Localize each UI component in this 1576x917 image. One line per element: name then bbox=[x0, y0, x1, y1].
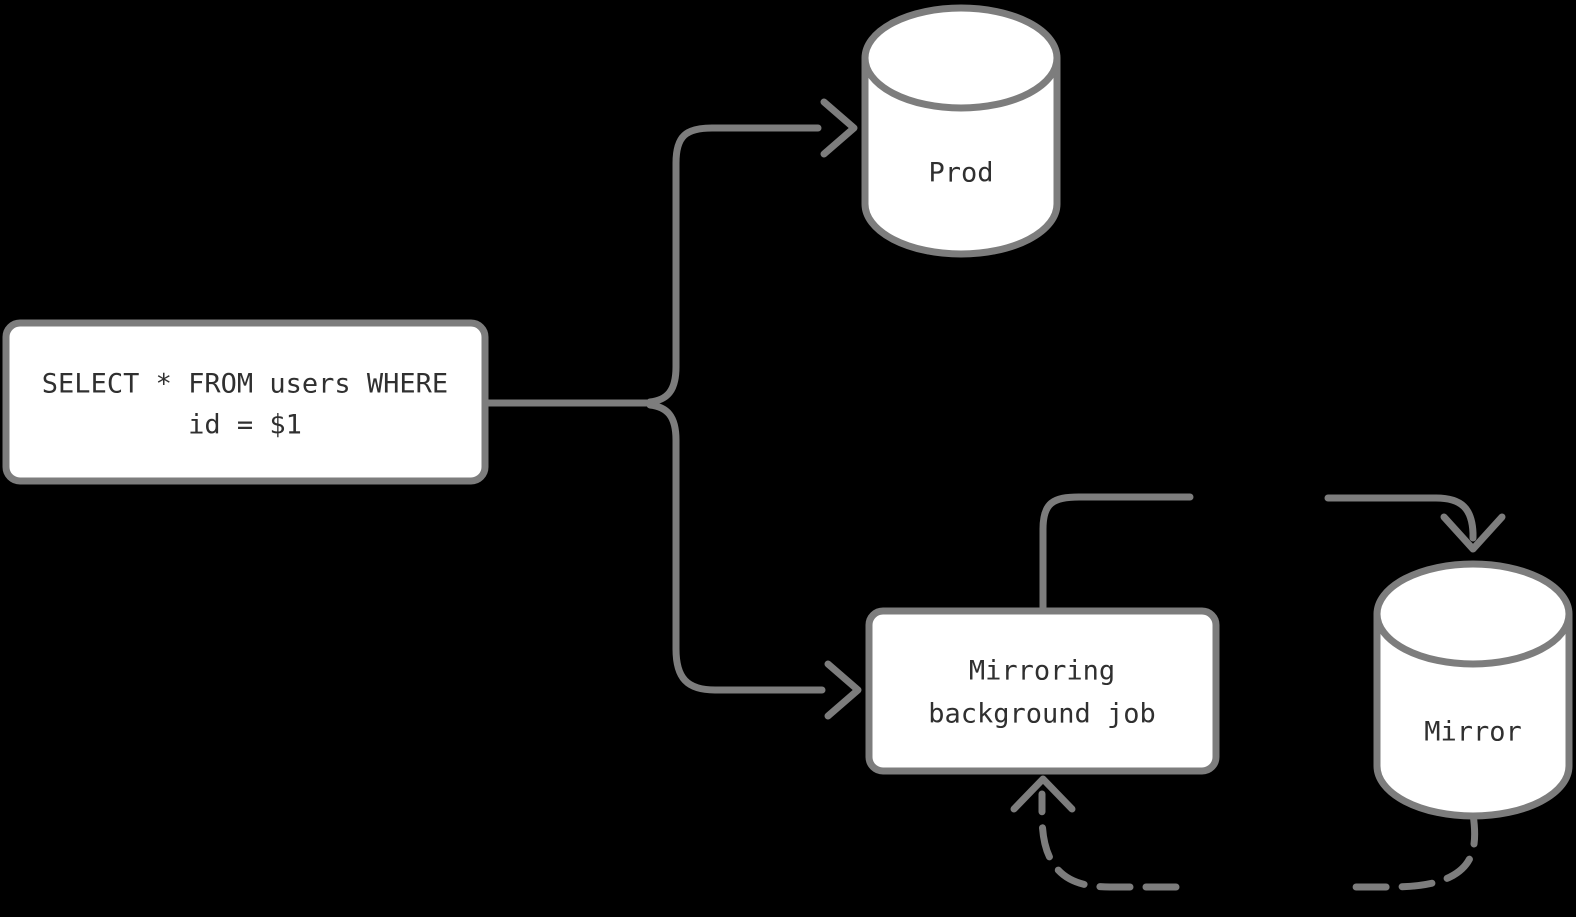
job-to-mirror-line-left bbox=[1039, 493, 1194, 611]
mirroring-job-box: Mirroring background job bbox=[865, 607, 1220, 775]
mirroring-job-text-line-2: background job bbox=[928, 699, 1156, 730]
mirroring-job-text-line-1: Mirroring bbox=[969, 656, 1115, 687]
prod-cylinder-body bbox=[861, 58, 1061, 258]
mirror-cylinder-body bbox=[1373, 614, 1573, 820]
job-to-mirror-line-right bbox=[1324, 494, 1477, 542]
mirror-label: Mirror bbox=[1424, 717, 1522, 748]
arrowhead-up-icon bbox=[1010, 775, 1076, 813]
query-box: SELECT * FROM users WHERE id = $1 bbox=[2, 319, 489, 485]
job-to-mirror-arrow bbox=[1039, 493, 1506, 611]
arrowhead-down-icon bbox=[1440, 513, 1506, 553]
query-to-job-line bbox=[646, 401, 826, 694]
query-box-shape bbox=[2, 319, 489, 485]
query-to-prod-line bbox=[646, 124, 822, 406]
query-text-line-1: SELECT * FROM users WHERE bbox=[42, 369, 448, 400]
prod-label: Prod bbox=[928, 158, 993, 189]
mirroring-job-box-shape bbox=[865, 607, 1220, 775]
mirror-to-job-dashed-arrow bbox=[1010, 775, 1479, 891]
query-to-job-arrow bbox=[646, 401, 862, 720]
mirror-cylinder-top bbox=[1373, 560, 1573, 668]
query-to-prod-arrow bbox=[646, 98, 858, 406]
prod-cylinder-top bbox=[861, 4, 1061, 112]
arrowhead-right-icon bbox=[820, 98, 858, 158]
mirror-to-job-dash-right bbox=[1340, 810, 1479, 891]
prod-database-cylinder: Prod bbox=[861, 4, 1061, 258]
query-text-line-2: id = $1 bbox=[188, 410, 302, 441]
arrowhead-right-icon bbox=[824, 660, 862, 720]
mirror-database-cylinder: Mirror bbox=[1373, 560, 1573, 820]
mirror-to-job-dash-left bbox=[1038, 790, 1180, 891]
